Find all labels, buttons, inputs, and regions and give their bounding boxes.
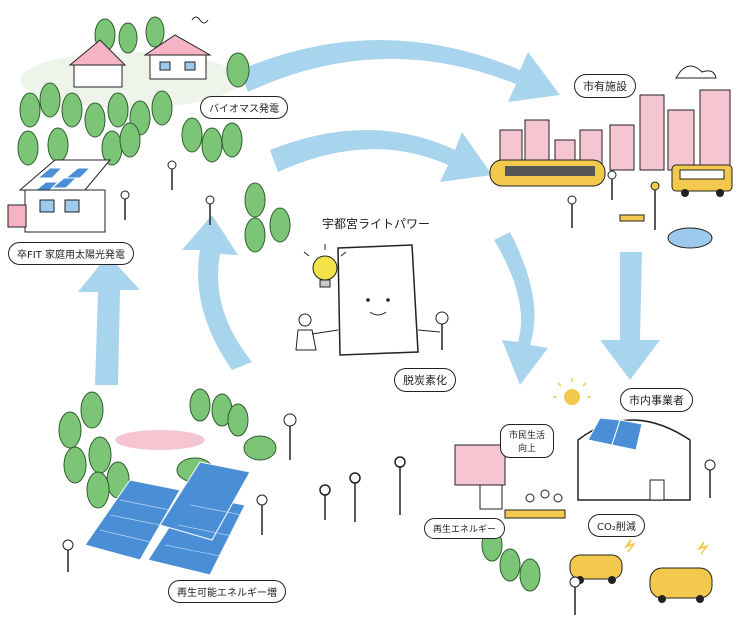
label-biomass: バイオマス発電 <box>200 96 288 119</box>
arrow-right-center <box>494 232 548 385</box>
arrow-top-lower <box>270 130 492 182</box>
solar-panels <box>84 461 251 576</box>
label-businesses: 市内事業者 <box>620 388 693 412</box>
top-left-village <box>7 16 291 253</box>
label-re-increase: 再生可能エネルギー増 <box>168 580 286 603</box>
label-decarbonization: 脱炭素化 <box>394 368 456 392</box>
label-city-facilities: 市有施設 <box>574 74 636 98</box>
label-co2: CO₂削減 <box>588 514 645 537</box>
diagram-title: 宇都宮ライトパワー <box>322 217 431 231</box>
label-citizen-life: 市民生活 向上 <box>500 424 555 458</box>
arrow-left-edge <box>78 255 140 385</box>
label-home-solar: 卒FIT 家庭用太陽光発電 <box>8 242 134 265</box>
arrow-top-upper <box>240 40 560 102</box>
label-renewable: 再生エネルギー <box>424 518 506 539</box>
arrow-right-edge <box>600 252 660 380</box>
top-right-city <box>489 65 733 249</box>
bottom-right-businesses <box>454 378 716 615</box>
walking-family <box>319 456 406 522</box>
arrow-left-center <box>182 215 252 370</box>
center-character <box>295 244 449 356</box>
cycle-arrows <box>78 40 660 385</box>
bottom-left-field <box>58 388 297 576</box>
